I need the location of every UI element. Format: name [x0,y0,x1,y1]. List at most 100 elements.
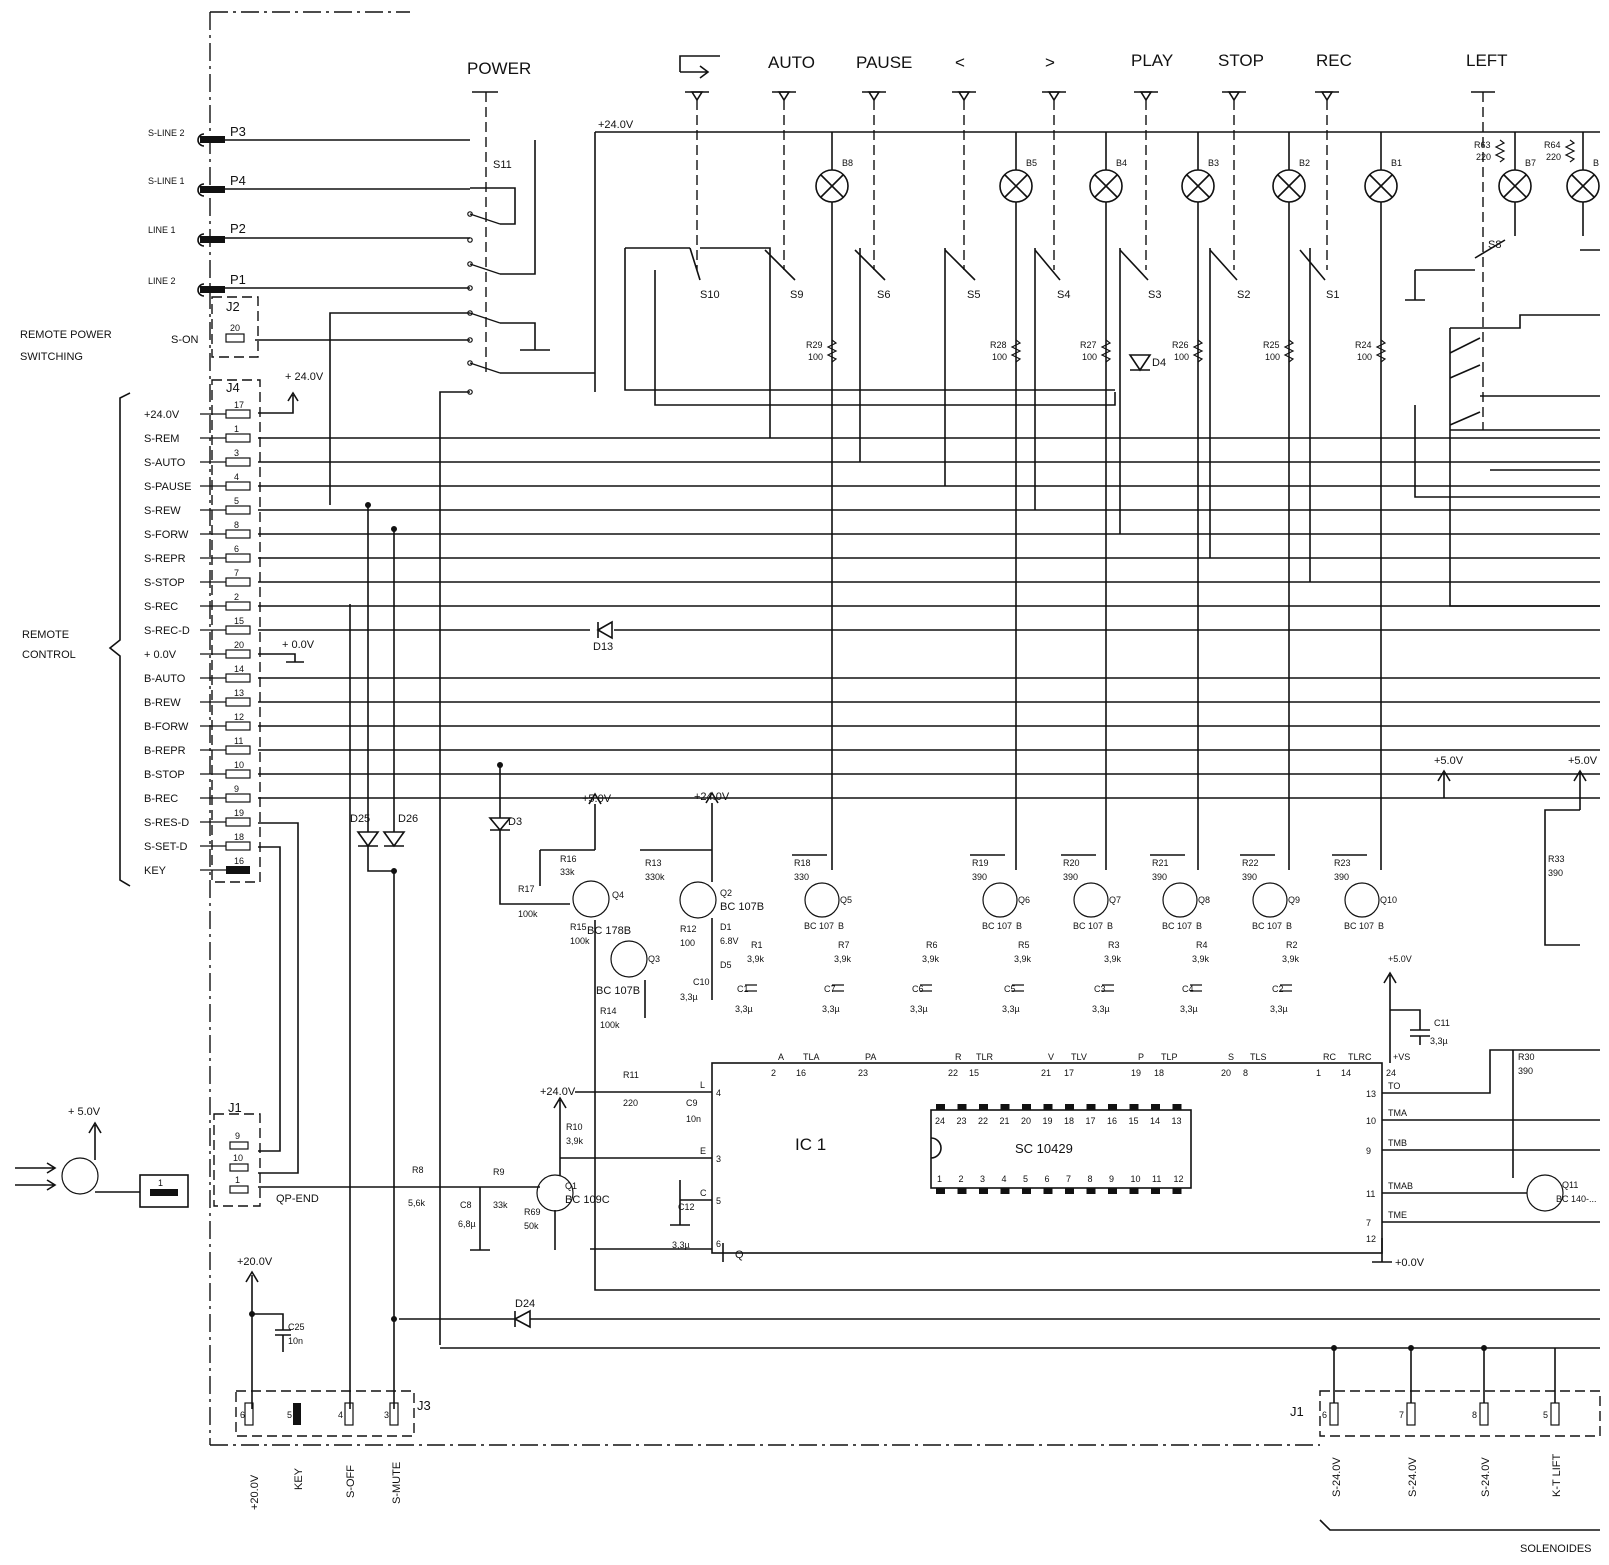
svg-text:100k: 100k [570,936,590,946]
svg-text:V: V [1048,1052,1054,1062]
svg-text:S-LINE 1: S-LINE 1 [148,176,185,186]
q1-supply: +24.0V [540,1086,576,1098]
chip-pin-bottom: 8 [1086,1174,1096,1194]
svg-text:C12: C12 [678,1202,695,1212]
lamp-b2: B2 [1272,132,1310,870]
j4-pin-number: 8 [234,520,239,530]
j4-signal-label: +24.0V [144,409,180,421]
svg-text:C6: C6 [912,984,924,994]
svg-text:330: 330 [794,872,809,882]
ic1-top-pin: A2 [771,1052,784,1078]
chip-pin-bottom: 2 [957,1174,967,1194]
svg-text:1: 1 [1316,1068,1321,1078]
svg-text:8: 8 [1088,1174,1093,1184]
svg-text:8: 8 [1472,1410,1477,1420]
j4-pin-number: 10 [234,760,244,770]
svg-text:D1: D1 [720,922,732,932]
svg-text:390: 390 [1518,1066,1533,1076]
j1-left: J1 9 10 1 [213,1100,261,1207]
j4-pin-box [225,529,251,539]
svg-text:3,3µ: 3,3µ [1092,1004,1110,1014]
ic1-name: IC 1 [795,1135,826,1154]
switch-label-play: PLAY [1131,51,1173,70]
svg-text:B: B [1196,921,1202,931]
svg-text:P3: P3 [230,124,246,139]
ic1-pin-labels: A2TLA16PA23R22TLR15V21TLV17P19TLP18S20TL… [700,1052,1413,1249]
svg-text:20: 20 [230,323,240,333]
svg-text:15: 15 [1129,1116,1139,1126]
j4-signal-label: S-PAUSE [144,481,191,493]
svg-text:+5.0V: +5.0V [1388,954,1412,964]
supply-rail-24v: +24.0V [594,119,1600,392]
svg-text:A: A [778,1052,784,1062]
svg-text:13: 13 [1366,1089,1376,1099]
switch-id-s10: S10 [700,289,720,301]
j4-pin-box [225,697,251,707]
svg-text:B1: B1 [1391,158,1402,168]
svg-text:P2: P2 [230,221,246,236]
svg-text:REMOTE: REMOTE [22,629,69,641]
j4-signal-label: + 0.0V [144,649,177,661]
svg-text:R27: R27 [1080,340,1097,350]
switch-id-s5: S5 [967,289,980,301]
svg-text:E: E [700,1146,706,1156]
svg-text:R20: R20 [1063,858,1080,868]
svg-text:D24: D24 [515,1298,535,1310]
svg-text:B: B [1107,921,1113,931]
j4-pin-box [225,433,251,443]
chip-pin-top: 18 [1064,1104,1074,1126]
svg-text:TLS: TLS [1250,1052,1267,1062]
svg-text:R4: R4 [1196,940,1208,950]
svg-text:3,3µ: 3,3µ [1002,1004,1020,1014]
j4-pin-number: 6 [234,544,239,554]
svg-text:13: 13 [1172,1116,1182,1126]
svg-text:16: 16 [1107,1116,1117,1126]
svg-text:+0.0V: +0.0V [1395,1257,1425,1269]
svg-text:3,9k: 3,9k [566,1136,584,1146]
svg-text:TME: TME [1388,1210,1407,1220]
chip-pin-top: 17 [1086,1104,1096,1126]
switch-label-power: POWER [467,59,531,78]
svg-text:BC 107: BC 107 [1073,921,1103,931]
chip-pin-top: 20 [1021,1104,1031,1126]
svg-text:R11: R11 [623,1070,639,1080]
ic1-top-pin: S20 [1221,1052,1234,1078]
svg-text:21: 21 [1041,1068,1051,1078]
svg-text:3,9k: 3,9k [1192,954,1210,964]
j4-signal-label: S-AUTO [144,457,186,469]
svg-text:BC 107: BC 107 [1252,921,1282,931]
lamp-b5: B5 [999,132,1037,870]
svg-text:390: 390 [972,872,987,882]
svg-text:5,6k: 5,6k [408,1198,426,1208]
svg-text:23: 23 [957,1116,967,1126]
svg-text:Q3: Q3 [648,954,660,964]
sensor-supply: + 5.0V [68,1106,101,1118]
switch-label-pause: PAUSE [856,53,912,72]
svg-text:TLRC: TLRC [1348,1052,1372,1062]
svg-text:R28: R28 [990,340,1007,350]
q4-supply: +5.0V [582,793,612,805]
lamp-b4: B4 [1089,132,1127,870]
svg-text:R1: R1 [751,940,763,950]
svg-text:C5: C5 [1004,984,1016,994]
lamp-b1: B1 [1364,132,1402,870]
j4-pin-number: 16 [234,856,244,866]
svg-text:C10: C10 [693,977,710,987]
right-section: +5.0V +5.0V R33 390 +5.0V C11 3,3µ R30 3… [1382,755,1600,1223]
svg-text:C11: C11 [1434,1018,1450,1028]
switch-id-s2: S2 [1237,289,1250,301]
svg-text:R25: R25 [1263,340,1280,350]
